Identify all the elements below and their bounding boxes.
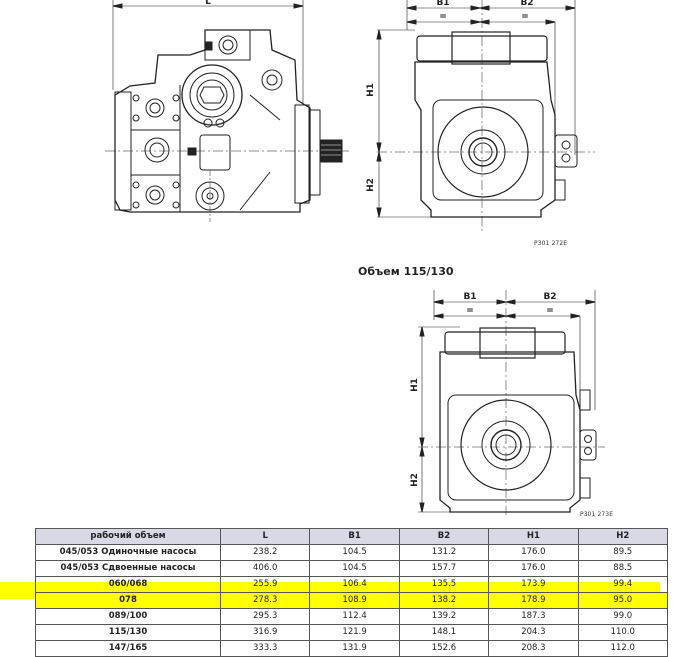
cell-h1: 178.9 (488, 592, 579, 609)
header-h1: H1 (488, 528, 579, 545)
dim-label-equal-2: = (546, 306, 554, 316)
table-row: 060/068 255.9 106.4 135.5 173.9 99.4 (35, 576, 668, 593)
cell-b2: 157.7 (398, 560, 490, 577)
table-row: 045/053 Сдвоенные насосы 406.0 104.5 157… (35, 560, 668, 577)
cell-b1: 108.9 (309, 592, 400, 609)
cell-b2: 131.2 (398, 544, 490, 561)
cell-h1: 176.0 (488, 560, 579, 577)
cell-b2: 135.5 (398, 576, 490, 593)
cell-h1: 176.0 (488, 544, 579, 561)
header-b1: B1 (309, 528, 400, 545)
cell-h2: 99.4 (577, 576, 668, 593)
dim-label-equal-1: = (466, 306, 474, 316)
cell-h2: 110.0 (577, 624, 668, 641)
dim-label-equal-1: = (439, 12, 447, 22)
cell-l: 278.3 (219, 592, 311, 609)
cell-l: 316.9 (219, 624, 311, 641)
cell-b2: 139.2 (398, 608, 490, 625)
table-row-highlighted: 078 278.3 108.9 138.2 178.9 95.0 (35, 592, 668, 609)
cell-h2: 88.5 (577, 560, 668, 577)
cell-l: 238.2 (219, 544, 311, 561)
drawing-reference-top: P301 272E (534, 240, 568, 247)
dimensions-table: рабочий объем L B1 B2 H1 H2 045/053 Один… (35, 528, 668, 657)
cell-b1: 104.5 (309, 544, 400, 561)
cell-h1: 204.3 (488, 624, 579, 641)
section-title: Объем 115/130 (358, 265, 454, 278)
table-row: 045/053 Одиночные насосы 238.2 104.5 131… (35, 544, 668, 561)
cell-b1: 106.4 (309, 576, 400, 593)
dim-label-h2: H2 (410, 473, 420, 487)
cell-b1: 112.4 (309, 608, 400, 625)
cell-h1: 187.3 (488, 608, 579, 625)
cell-displacement: 045/053 Одиночные насосы (35, 544, 221, 561)
dim-label-b1: B1 (436, 0, 449, 8)
cell-b1: 121.9 (309, 624, 400, 641)
cell-b1: 104.5 (309, 560, 400, 577)
dim-label-b1: B1 (463, 292, 476, 302)
cell-displacement: 078 (35, 592, 221, 609)
header-l: L (219, 528, 311, 545)
pump-front-view-top-drawing: B1 B2 = = H1 H2 (355, 0, 595, 232)
cell-displacement: 060/068 (35, 576, 221, 593)
table-row: 115/130 316.9 121.9 148.1 204.3 110.0 (35, 624, 668, 641)
header-displacement: рабочий объем (35, 528, 221, 545)
table-header-row: рабочий объем L B1 B2 H1 H2 (35, 528, 668, 545)
pump-side-view-drawing: L (100, 0, 350, 225)
dim-label-l: L (205, 0, 211, 7)
dim-label-b2: B2 (543, 292, 556, 302)
cell-b2: 148.1 (398, 624, 490, 641)
cell-h2: 99.0 (577, 608, 668, 625)
cell-displacement: 045/053 Сдвоенные насосы (35, 560, 221, 577)
cell-b2: 138.2 (398, 592, 490, 609)
cell-h1: 173.9 (488, 576, 579, 593)
cell-l: 406.0 (219, 560, 311, 577)
dim-label-h1: H1 (410, 378, 420, 392)
dim-label-h1: H1 (366, 83, 376, 97)
drawing-reference-bottom: P301 273E (580, 511, 614, 518)
cell-l: 295.3 (219, 608, 311, 625)
cell-displacement: 115/130 (35, 624, 221, 641)
cell-displacement: 089/100 (35, 608, 221, 625)
table-row: 089/100 295.3 112.4 139.2 187.3 99.0 (35, 608, 668, 625)
pump-front-view-bottom-drawing: B1 B2 = = H1 H2 (400, 290, 610, 515)
cell-h2: 89.5 (577, 544, 668, 561)
dim-label-h2: H2 (366, 178, 376, 192)
dim-label-equal-2: = (521, 12, 529, 22)
header-b2: B2 (398, 528, 490, 545)
header-h2: H2 (577, 528, 668, 545)
cell-h2: 95.0 (577, 592, 668, 609)
dim-label-b2: B2 (520, 0, 533, 8)
cell-l: 255.9 (219, 576, 311, 593)
